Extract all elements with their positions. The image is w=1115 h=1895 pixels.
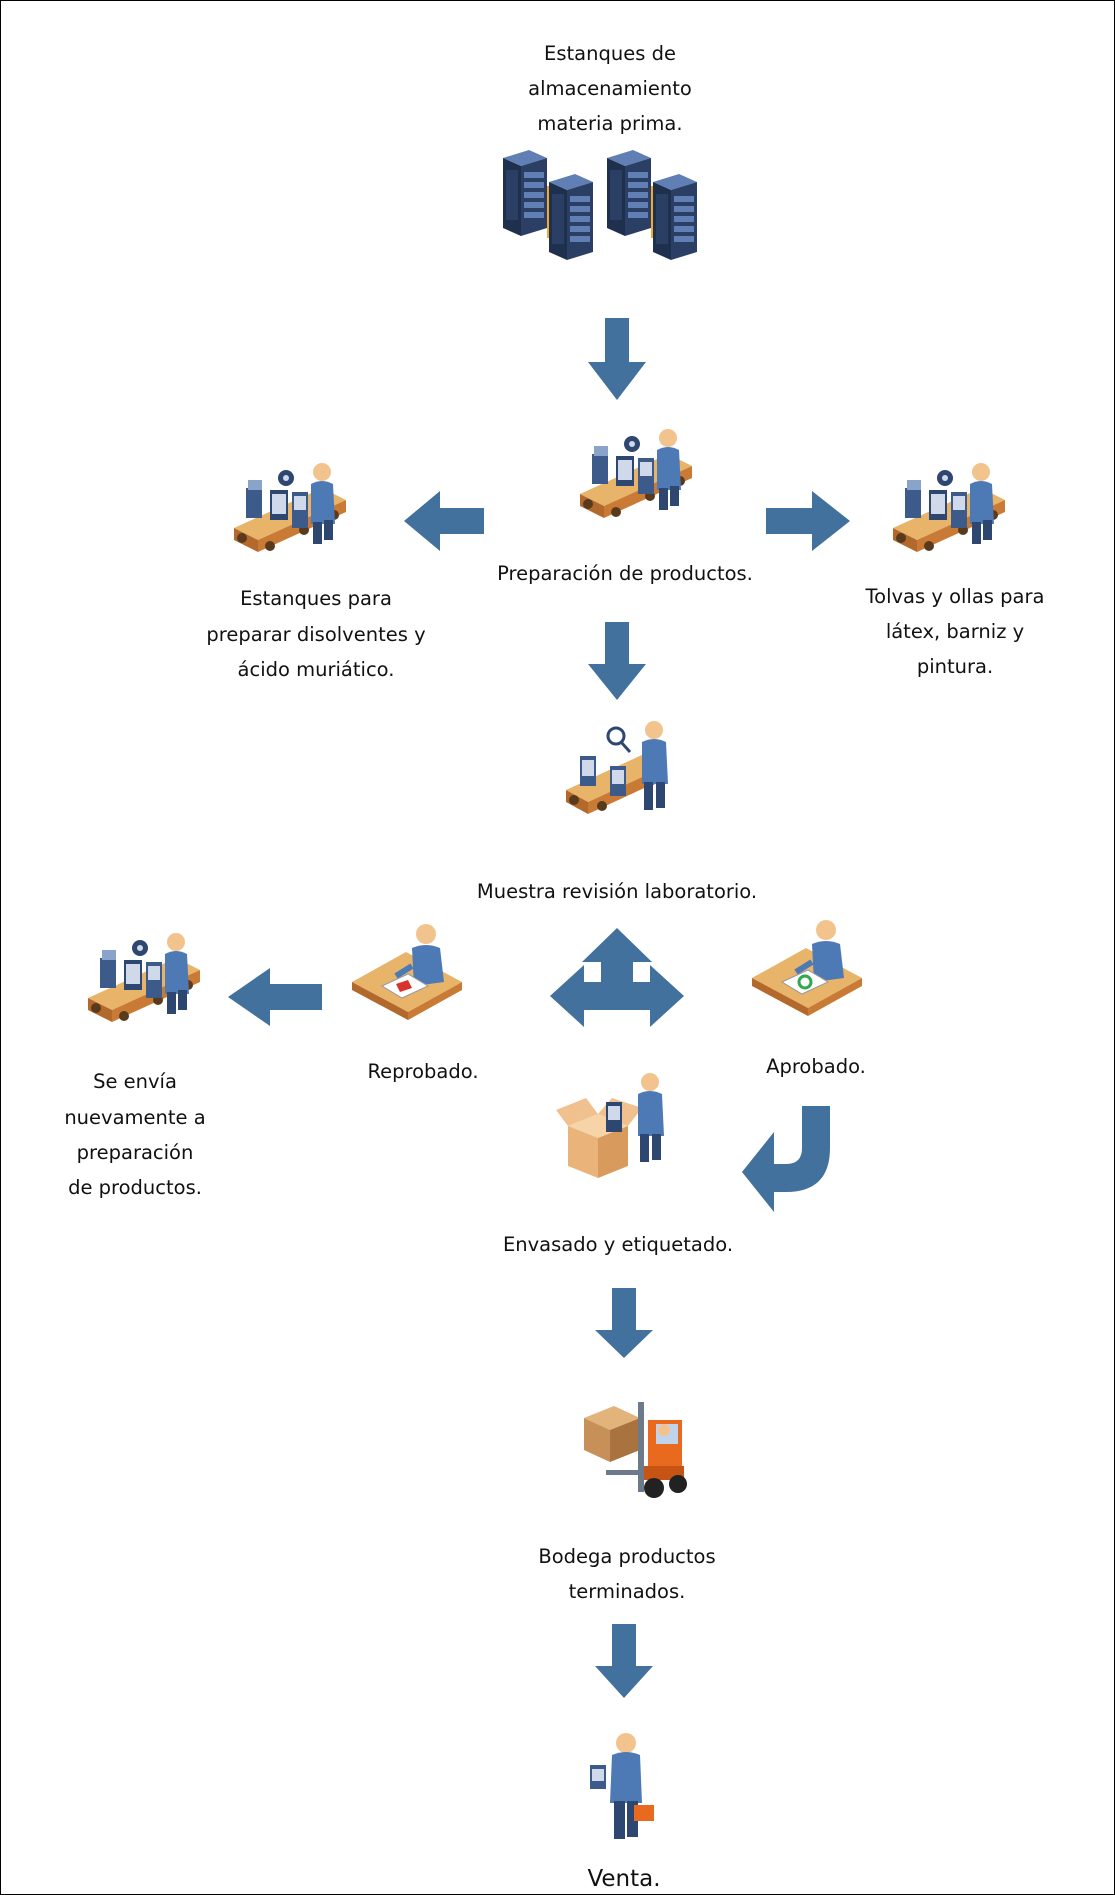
arrow-right-preparation-to-paint: [766, 491, 850, 551]
sale-node: Venta.: [587, 1733, 661, 1892]
warehouse-label-line-1: Bodega productos: [538, 1545, 715, 1568]
solvents-label-line-1: Estanques para: [240, 587, 392, 610]
storage-label-line-3: materia prima.: [537, 112, 682, 135]
approved-desk-icon: [752, 920, 862, 1016]
conveyor-worker-icon: [234, 463, 346, 552]
packaging-label: Envasado y etiquetado.: [503, 1233, 733, 1256]
rejected-desk-icon: [352, 924, 462, 1020]
arrow-down-storage-to-preparation: [588, 318, 646, 400]
arrow-left-preparation-to-solvents: [404, 491, 484, 551]
arrow-down-warehouse-to-sale: [595, 1624, 653, 1698]
arrow-curved-approved-to-packaging: [742, 1106, 830, 1212]
packaging-icon: [556, 1073, 664, 1178]
resend-label-line-3: preparación: [77, 1141, 194, 1164]
conveyor-worker-icon: [580, 429, 692, 518]
preparation-node: Preparación de productos.: [497, 429, 753, 585]
lab-inspector-icon: [564, 719, 670, 816]
forklift-icon: [584, 1402, 687, 1498]
resend-label-line-2: nuevamente a: [64, 1106, 205, 1129]
sale-label: Venta.: [587, 1866, 660, 1892]
preparation-label: Preparación de productos.: [497, 562, 753, 585]
conveyor-worker-icon: [893, 463, 1005, 552]
paint-node: Tolvas y ollas para látex, barniz y pint…: [865, 463, 1045, 678]
arrow-three-way-lab-decision: [550, 928, 684, 1027]
storage-label-line-1: Estanques de: [544, 42, 676, 65]
solvents-label-line-3: ácido muriático.: [238, 658, 395, 681]
rejected-label: Reprobado.: [367, 1060, 478, 1083]
storage-node: Estanques de almacenamiento materia prim…: [503, 42, 697, 260]
solvents-node: Estanques para preparar disolventes y ác…: [206, 463, 426, 681]
arrow-down-packaging-to-warehouse: [595, 1288, 653, 1358]
salesman-icon: [590, 1733, 654, 1839]
rejected-node: Reprobado.: [352, 924, 479, 1083]
arrow-left-rejected-to-resend: [228, 968, 322, 1026]
lab-node: Muestra revisión laboratorio.: [477, 719, 757, 903]
solvents-label-line-2: preparar disolventes y: [206, 623, 425, 646]
resend-node: Se envía nuevamente a preparación de pro…: [64, 933, 206, 1199]
paint-label-line-3: pintura.: [917, 655, 993, 678]
approved-node: Aprobado.: [752, 920, 866, 1078]
paint-label-line-1: Tolvas y ollas para: [865, 585, 1045, 608]
lab-label: Muestra revisión laboratorio.: [477, 880, 757, 903]
storage-label-line-2: almacenamiento: [528, 77, 692, 100]
warehouse-node: Bodega productos terminados.: [538, 1402, 716, 1603]
arrow-down-preparation-to-lab: [588, 622, 646, 700]
conveyor-worker-icon: [88, 933, 200, 1022]
server-racks-icon: [503, 150, 697, 260]
warehouse-label-line-2: terminados.: [569, 1580, 686, 1603]
resend-label-line-4: de productos.: [68, 1176, 202, 1199]
paint-label-line-2: látex, barniz y: [886, 620, 1024, 643]
approved-label: Aprobado.: [766, 1055, 866, 1078]
packaging-node: Envasado y etiquetado.: [503, 1073, 733, 1256]
resend-label-line-1: Se envía: [93, 1070, 177, 1093]
